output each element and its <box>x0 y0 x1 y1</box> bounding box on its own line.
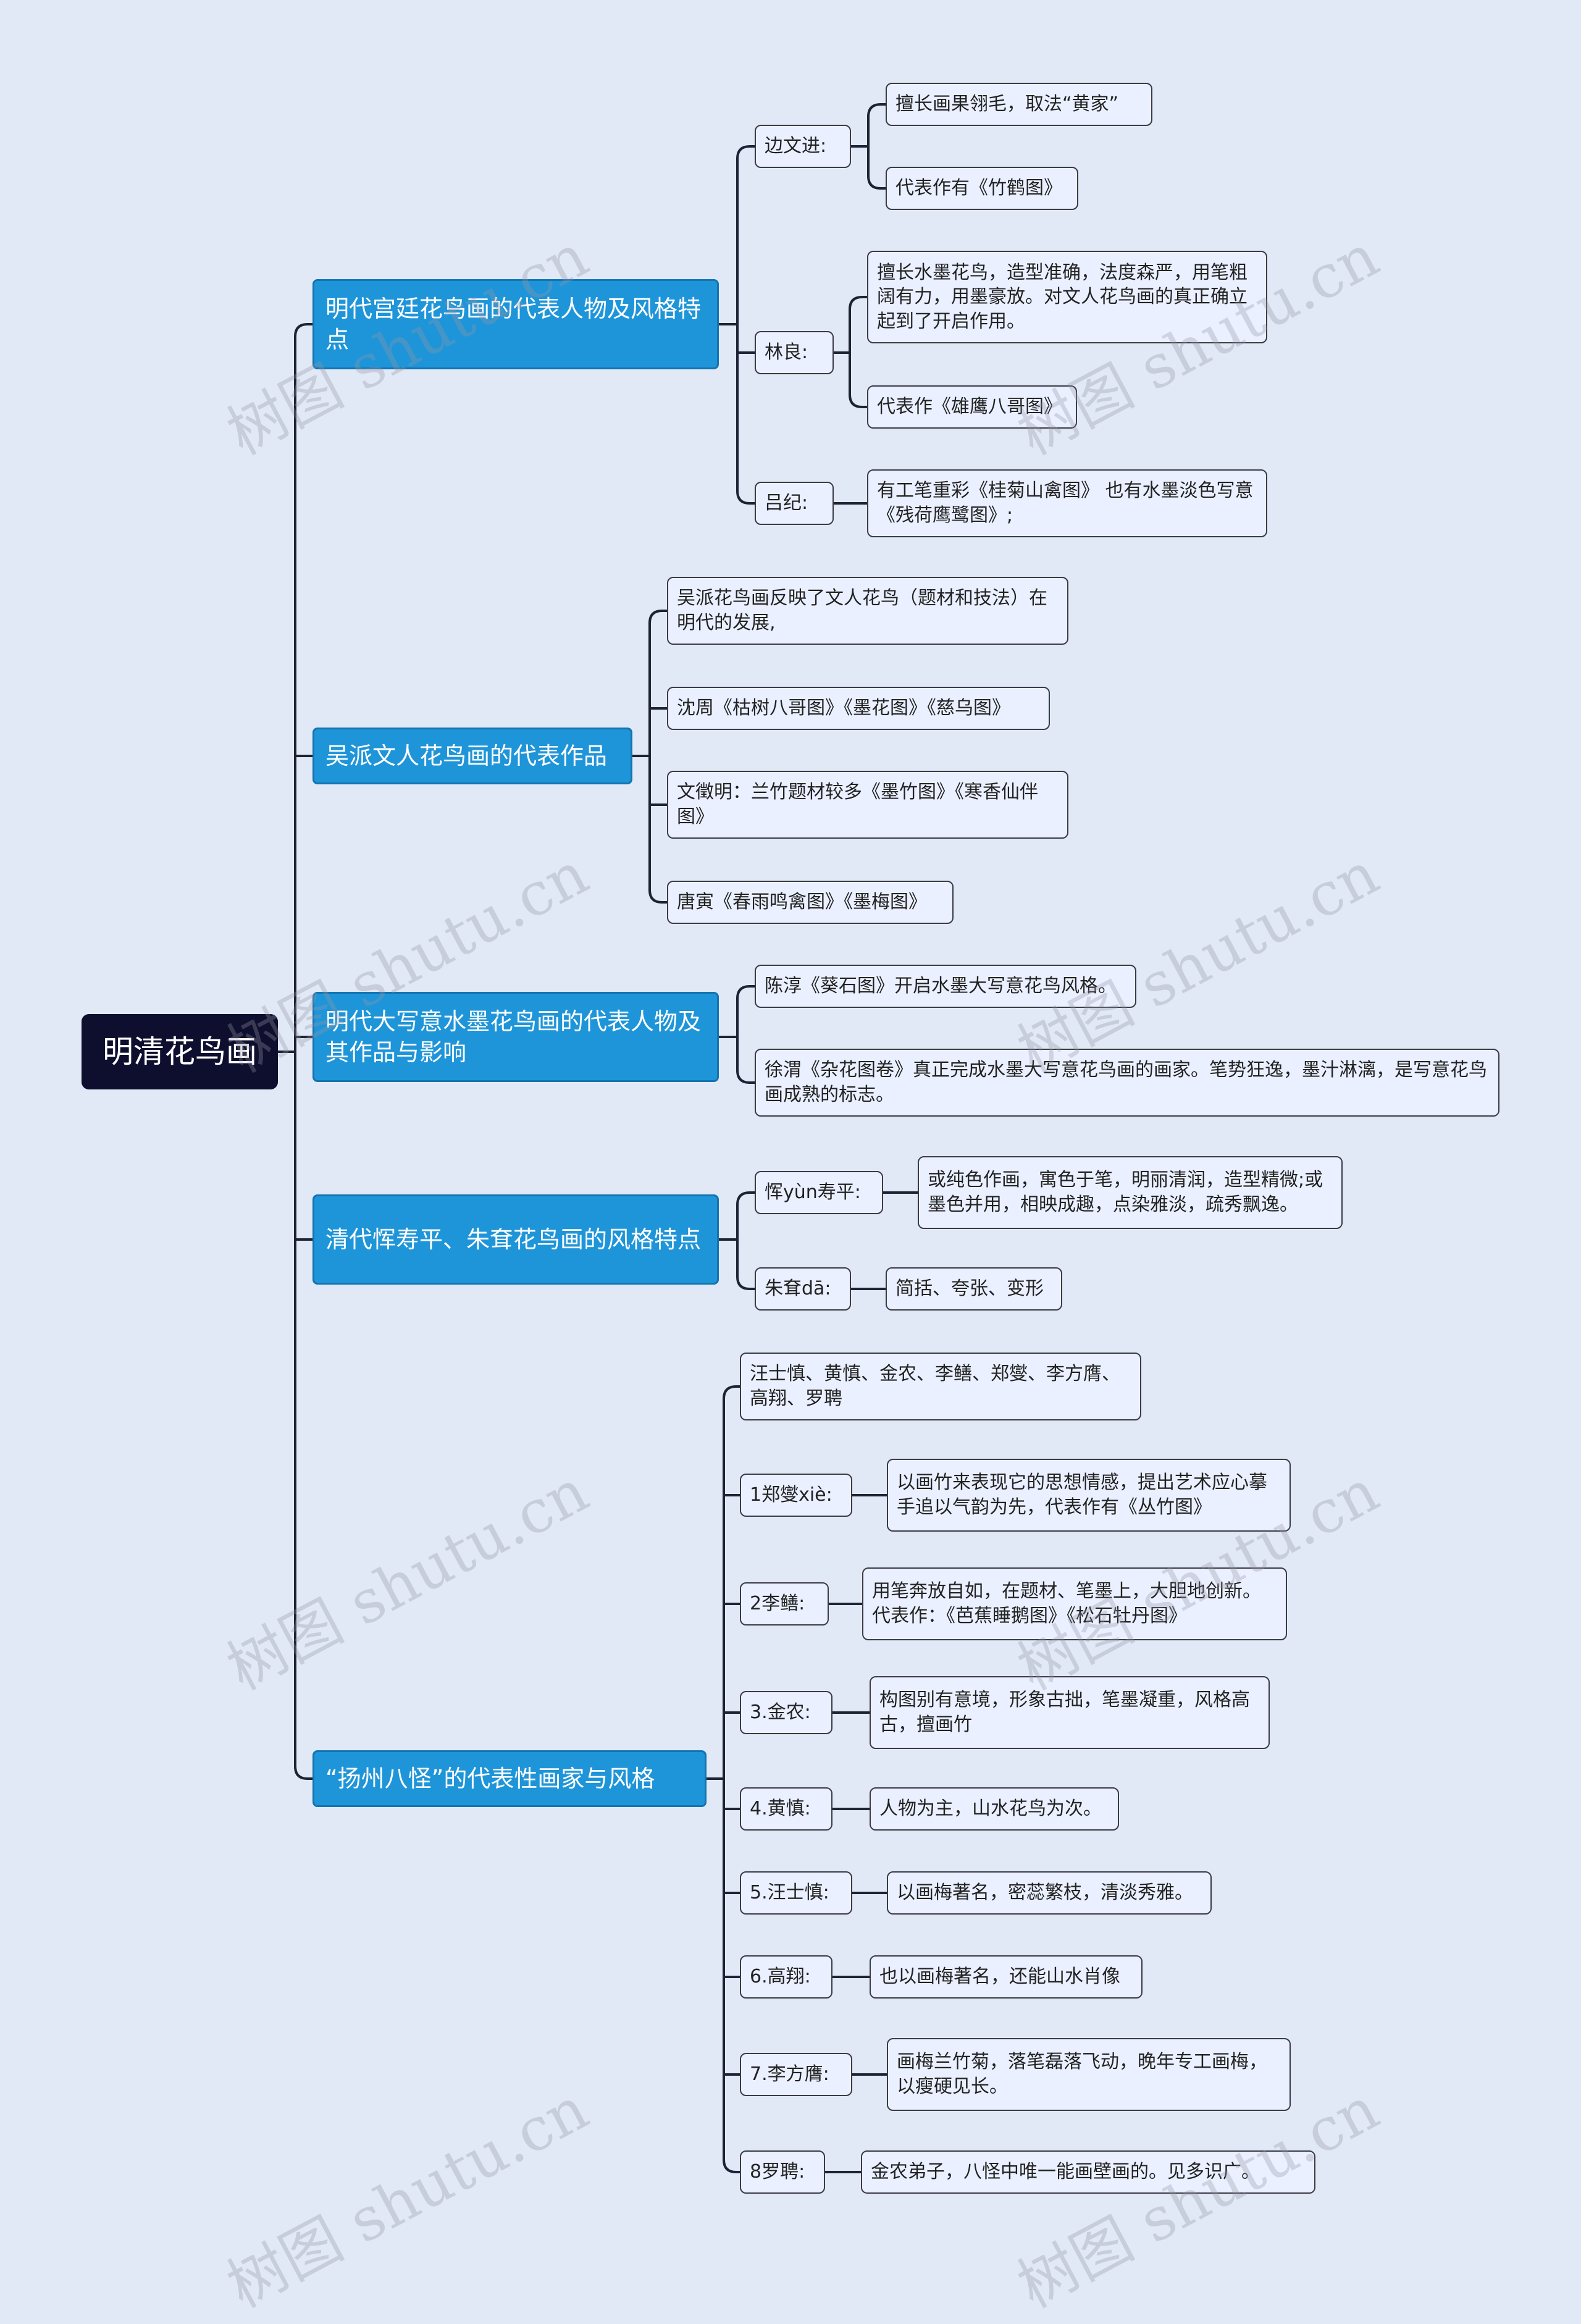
leaf-gao-xiang-style[interactable]: 也以画梅著名，还能山水肖像 <box>870 1955 1143 1999</box>
person-jin-nong[interactable]: 3.金农: <box>740 1691 832 1734</box>
connector-line <box>736 1070 755 1084</box>
leaf-li-shan-style[interactable]: 用笔奔放自如，在题材、笔墨上，大胆地创新。代表作：《芭蕉睡鹅图》《松石牡丹图》 <box>862 1567 1287 1640</box>
person-li-fangying[interactable]: 7.李方膺: <box>740 2053 852 2096</box>
root-node[interactable]: 明清花鸟画 <box>82 1014 278 1089</box>
connector-line <box>648 610 667 624</box>
leaf-tang-yin[interactable]: 唐寅《春雨鸣禽图》《墨梅图》 <box>667 881 954 924</box>
leaf-huang-shen-style[interactable]: 人物为主，山水花鸟为次。 <box>870 1787 1119 1831</box>
leaf-wang-shishen-style[interactable]: 以画梅著名，密蕊繁枝，清淡秀雅。 <box>887 1871 1212 1915</box>
leaf-yun-style[interactable]: 或纯色作画，寓色于笔，明丽清润，造型精微;或墨色并用，相映成趣，点染雅淡，疏秀飘… <box>918 1156 1343 1229</box>
connector-line <box>849 296 867 310</box>
person-li-shan[interactable]: 2李鳝: <box>740 1582 829 1626</box>
connector-line <box>736 1276 755 1290</box>
connector-line <box>723 2159 740 2173</box>
person-huang-shen[interactable]: 4.黄慎: <box>740 1787 832 1831</box>
person-luo-pin[interactable]: 8罗聘: <box>740 2150 825 2194</box>
connector-lines <box>278 103 918 2173</box>
branch-qing-styles[interactable]: 清代恽寿平、朱耷花鸟画的风格特点 <box>312 1194 719 1285</box>
connector-line <box>867 103 886 117</box>
person-yun-shouping[interactable]: 恽yùn寿平: <box>755 1171 883 1214</box>
connector-line <box>867 175 886 190</box>
connector-line <box>294 323 312 337</box>
person-zheng-xie[interactable]: 1郑燮xiè: <box>740 1474 852 1517</box>
leaf-xu-wei[interactable]: 徐渭《杂花图卷》真正完成水墨大写意花鸟画的画家。笔势狂逸，墨汁淋漓，是写意花鸟画… <box>755 1049 1499 1117</box>
branch-yangzhou-eight[interactable]: “扬州八怪”的代表性画家与风格 <box>312 1750 707 1807</box>
branch-wu-school[interactable]: 吴派文人花鸟画的代表作品 <box>312 728 632 784</box>
person-lv-ji[interactable]: 吕纪: <box>755 482 834 525</box>
leaf-zhu-style[interactable]: 简括、夸张、变形 <box>886 1267 1062 1311</box>
leaf-wen-zhengming[interactable]: 文徵明：兰竹题材较多《墨竹图》《寒香仙伴图》 <box>667 771 1068 839</box>
connector-line <box>849 394 867 408</box>
leaf-lin-style[interactable]: 擅长水墨花鸟，造型准确，法度森严，用笔粗阔有力，用墨豪放。对文人花鸟画的真正确立… <box>867 251 1267 343</box>
leaf-li-fangying-style[interactable]: 画梅兰竹菊，落笔磊落飞动，晚年专工画梅，以瘦硬见长。 <box>887 2038 1291 2111</box>
leaf-eight-names[interactable]: 汪士慎、黄慎、金农、李鳝、郑燮、李方膺、高翔、罗聘 <box>740 1353 1141 1420</box>
person-zhu-da[interactable]: 朱耷dā: <box>755 1267 851 1311</box>
person-bian-wenjin[interactable]: 边文进: <box>755 125 851 168</box>
person-gao-xiang[interactable]: 6.高翔: <box>740 1955 832 1999</box>
leaf-chen-chun[interactable]: 陈淳《葵石图》开启水墨大写意花鸟风格。 <box>755 965 1136 1008</box>
person-lin-liang[interactable]: 林良: <box>755 331 834 374</box>
mindmap-canvas: 明清花鸟画 明代宫廷花鸟画的代表人物及风格特点 边文进: 擅长画果翎毛，取法“黄… <box>82 83 1499 2321</box>
leaf-luo-pin-style[interactable]: 金农弟子，八怪中唯一能画壁画的。见多识广。 <box>861 2150 1315 2194</box>
connector-line <box>736 490 755 505</box>
connector-line <box>736 145 755 159</box>
branch-ming-court[interactable]: 明代宫廷花鸟画的代表人物及风格特点 <box>312 279 719 369</box>
leaf-jin-nong-style[interactable]: 构图别有意境，形象古拙，笔墨凝重，风格高古，擅画竹 <box>870 1676 1270 1749</box>
leaf-lin-work[interactable]: 代表作《雄鹰八哥图》 <box>867 385 1077 429</box>
connector-line <box>736 1191 755 1206</box>
person-wang-shishen[interactable]: 5.汪士慎: <box>740 1871 852 1915</box>
connector-line <box>294 1766 312 1780</box>
leaf-zheng-style[interactable]: 以画竹来表现它的思想情感，提出艺术应心摹手追以气韵为先，代表作有《丛竹图》 <box>887 1459 1291 1532</box>
branch-freehand-ink[interactable]: 明代大写意水墨花鸟画的代表人物及其作品与影响 <box>312 992 719 1082</box>
leaf-bian-work[interactable]: 代表作有《竹鹤图》 <box>886 167 1078 210</box>
leaf-lv-work[interactable]: 有工笔重彩《桂菊山禽图》 也有水墨淡色写意《残荷鹰鹭图》; <box>867 469 1267 537</box>
connector-line <box>736 985 755 999</box>
connector-line <box>723 1385 740 1399</box>
connector-line <box>648 889 667 904</box>
leaf-bian-style[interactable]: 擅长画果翎毛，取法“黄家” <box>886 83 1152 126</box>
leaf-shen-zhou[interactable]: 沈周《枯树八哥图》《墨花图》《慈乌图》 <box>667 687 1050 730</box>
leaf-wu-development[interactable]: 吴派花鸟画反映了文人花鸟（题材和技法）在明代的发展, <box>667 577 1068 645</box>
